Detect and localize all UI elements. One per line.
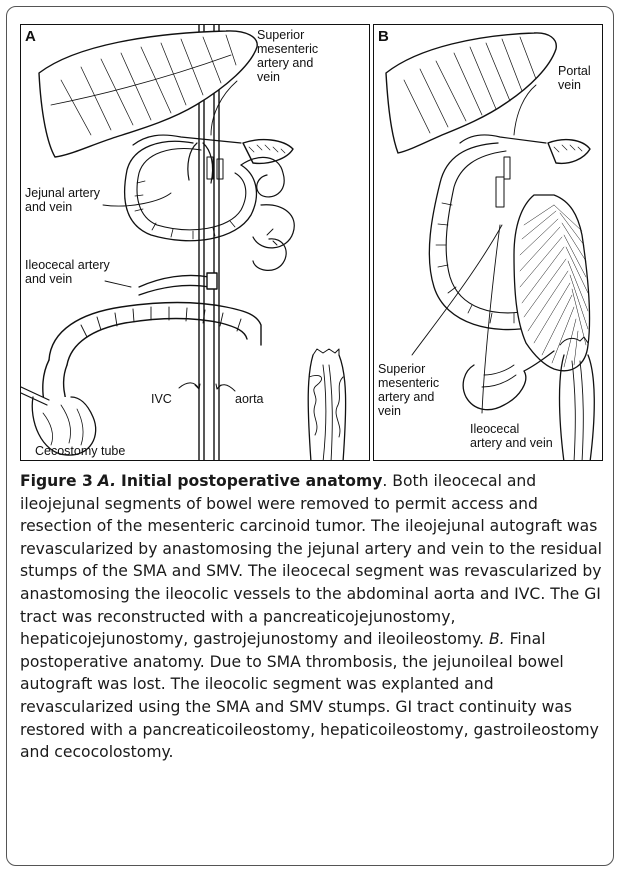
panel-a-letter: A bbox=[25, 28, 36, 45]
label-jejunal-line1: Jejunal artery bbox=[25, 186, 101, 200]
label-sma-b-line4: vein bbox=[378, 404, 401, 418]
label-sma-b-line2: mesenteric bbox=[378, 376, 439, 390]
figure-panel-b: B Portal vein Superior mesenteric artery… bbox=[373, 24, 603, 461]
caption-a-text: . Both ileocecal and ileojejunal segment… bbox=[20, 472, 602, 648]
label-ileocecal-line1: Ileocecal artery bbox=[25, 258, 111, 272]
label-jejunal-line2: and vein bbox=[25, 200, 72, 214]
figure-label: Figure 3 bbox=[20, 472, 93, 490]
label-aorta: aorta bbox=[235, 392, 264, 406]
caption-a-title: Initial postoperative anatomy bbox=[121, 472, 382, 490]
label-sma-line3: artery and bbox=[257, 56, 313, 70]
caption-b-text: Final postoperative anatomy. Due to SMA … bbox=[20, 630, 599, 761]
figure-caption: Figure 3 A. Initial postoperative anatom… bbox=[20, 470, 608, 764]
label-sma-b-line1: Superior bbox=[378, 362, 425, 376]
label-sma-line4: vein bbox=[257, 70, 280, 84]
caption-b-marker: B. bbox=[489, 630, 505, 648]
label-ileocecal-line2: and vein bbox=[25, 272, 72, 286]
label-sma-b-line3: artery and bbox=[378, 390, 434, 404]
label-ivc: IVC bbox=[151, 392, 172, 406]
panel-b-letter: B bbox=[378, 28, 389, 45]
label-cecostomy-tube: Cecostomy tube bbox=[35, 444, 125, 458]
caption-a-marker: A. bbox=[98, 472, 116, 490]
figure-panel-a: A Superior mesenteric artery and vein Je… bbox=[20, 24, 370, 461]
label-sma-line2: mesenteric bbox=[257, 42, 318, 56]
label-portal-line2: vein bbox=[558, 78, 581, 92]
label-ileocecal-b-line1: Ileocecal bbox=[470, 422, 519, 436]
label-ileocecal-b-line2: artery and vein bbox=[470, 436, 553, 450]
label-portal-line1: Portal bbox=[558, 64, 591, 78]
label-sma-line1: Superior bbox=[257, 28, 304, 42]
